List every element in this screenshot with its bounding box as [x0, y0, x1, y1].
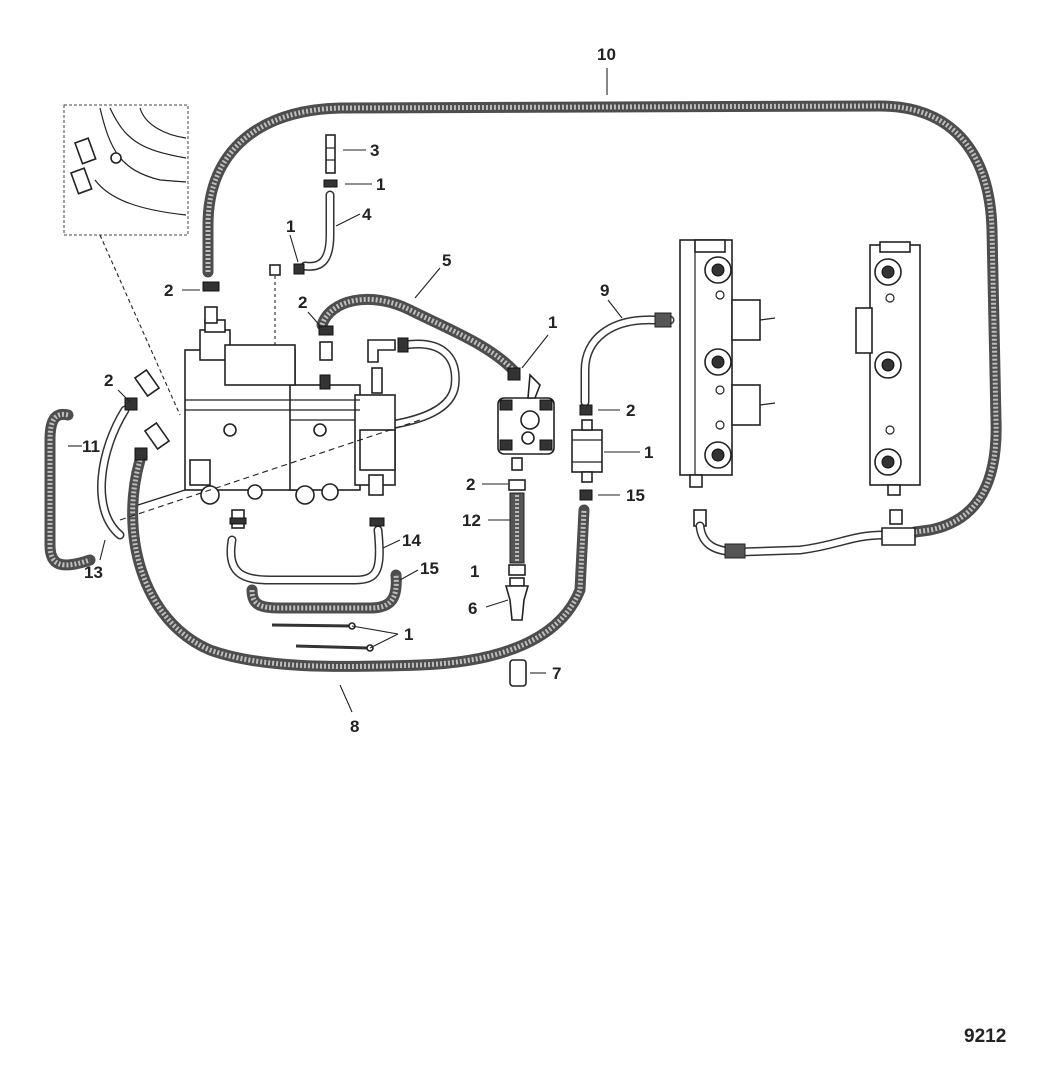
callout-8: 8: [350, 717, 359, 736]
cable-ties: [271, 622, 374, 652]
callout-7: 7: [552, 664, 561, 683]
callout-9: 9: [600, 281, 609, 300]
hose-15-bottom: [246, 569, 402, 614]
fitting-2-mid: [318, 325, 334, 361]
callout-14: 14: [402, 531, 421, 550]
fuel-pump: [497, 367, 555, 471]
callout-3: 3: [370, 141, 379, 160]
carburetor: [119, 319, 421, 529]
hose-4: [300, 190, 335, 271]
fitting-1-small: [269, 263, 305, 345]
fuel-rail-right: [855, 241, 921, 546]
callout-labels: 10 3 1 4 1 5 2 2 9 1 2 2 15 11 1 2 12 13…: [82, 45, 653, 736]
hose-9: [580, 312, 675, 407]
callout-12: 12: [462, 511, 481, 530]
leader-lines: [68, 68, 640, 713]
hose-10: [202, 100, 1002, 538]
fitting-2-left: [124, 368, 171, 461]
callout-10: 10: [597, 45, 616, 64]
callout-1: 1: [376, 175, 385, 194]
callout-6: 6: [468, 599, 477, 618]
fitting-6: [504, 577, 530, 621]
elbow-fitting: [367, 337, 409, 363]
callout-2: 15: [626, 486, 645, 505]
fuel-filter-11: [571, 404, 603, 501]
fitting-3: [323, 134, 338, 188]
callout-13: 13: [84, 563, 103, 582]
callout-15: 15: [420, 559, 439, 578]
callout-1: 1: [470, 562, 479, 581]
hose-14: [226, 525, 384, 585]
callout-2: 2: [104, 371, 113, 390]
hose-13: [97, 405, 130, 540]
cap-7: [509, 659, 527, 687]
callout-5: 5: [442, 251, 451, 270]
figure-number: 9212: [964, 1026, 1006, 1047]
callout-1: 1: [286, 217, 295, 236]
callout-1: 2: [466, 475, 475, 494]
vent-tube: [385, 339, 460, 430]
fitting-2-top: [202, 281, 220, 324]
callout-1: 1: [404, 625, 413, 644]
callout-11: 1: [644, 443, 653, 462]
callout-2: 2: [298, 293, 307, 312]
hose-12: [509, 492, 525, 564]
callout-1: 1: [548, 313, 557, 332]
hose-8: [127, 454, 590, 672]
callout-15: 11: [82, 437, 100, 456]
fuel-rail-left: [679, 239, 890, 559]
callout-2: 2: [164, 281, 173, 300]
callout-2: 2: [626, 401, 635, 420]
fitting-1-pump: [508, 479, 526, 576]
callout-4: 4: [362, 205, 372, 224]
inset-detail: [63, 104, 189, 416]
hose-5: [316, 293, 521, 378]
hose-15-left: [44, 408, 96, 571]
